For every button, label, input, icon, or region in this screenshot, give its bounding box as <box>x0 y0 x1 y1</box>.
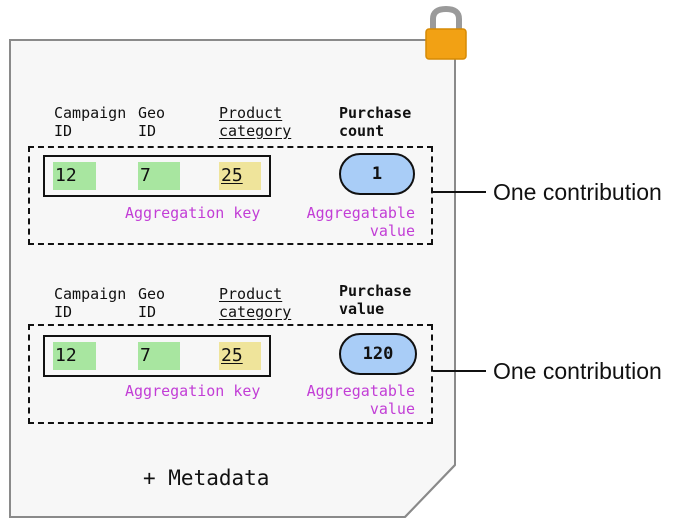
contribution-label: One contribution <box>493 179 662 205</box>
key-cell-product-category: 25 <box>219 162 261 190</box>
aggregation-key-label: Aggregation key <box>125 382 261 400</box>
column-header-purchase-count: Purchase count <box>339 104 412 140</box>
column-header-product-category: Product category <box>219 104 292 140</box>
key-cell-product-value: 25 <box>221 165 243 186</box>
aggregatable-value-pill: 1 <box>339 153 415 195</box>
column-header-purchase-value: Purchase value <box>339 282 412 318</box>
aggregatable-value-label: Aggregatable value <box>306 204 415 240</box>
key-cell-campaign-id: 12 <box>53 162 96 190</box>
aggregation-key-box <box>43 155 271 197</box>
contribution-box <box>28 146 433 245</box>
key-cell-campaign-id: 12 <box>53 342 96 370</box>
contribution-box <box>28 324 433 424</box>
folded-corner <box>404 464 456 518</box>
column-header-geo-id: Geo ID <box>138 104 166 140</box>
key-cell-geo-id: 7 <box>138 342 180 370</box>
key-cell-product-value: 25 <box>221 345 243 366</box>
aggregation-key-label: Aggregation key <box>125 204 261 222</box>
column-header-campaign-id: Campaign ID <box>54 285 127 321</box>
column-header-campaign-id: Campaign ID <box>54 104 127 140</box>
contribution-label: One contribution <box>493 358 662 384</box>
contribution-connector <box>433 191 486 193</box>
aggregatable-value-label: Aggregatable value <box>306 382 415 418</box>
metadata-label: + Metadata <box>143 466 270 490</box>
key-cell-geo-id: 7 <box>138 162 180 190</box>
column-header-product-category: Product category <box>219 285 292 321</box>
contribution-connector <box>433 370 486 372</box>
lock-icon <box>425 5 467 60</box>
key-cell-product-category: 25 <box>219 342 261 370</box>
aggregatable-value-pill: 120 <box>339 333 417 375</box>
column-header-geo-id: Geo ID <box>138 285 166 321</box>
aggregation-key-box <box>43 335 271 377</box>
